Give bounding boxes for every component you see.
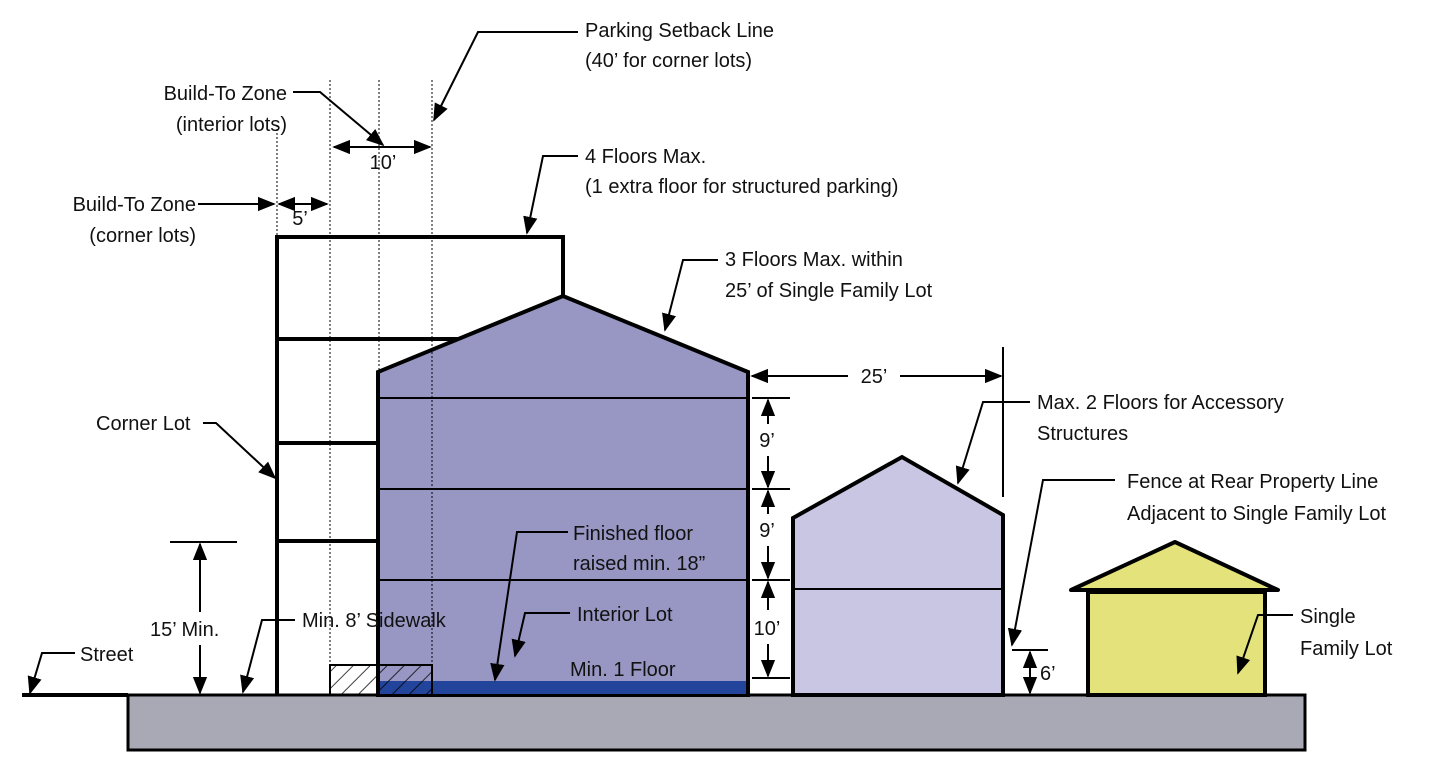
interior-lot-building (376, 293, 750, 697)
fence-label: Fence at Rear Property Line (1127, 471, 1378, 493)
btz-interior-note: (interior lots) (176, 114, 287, 136)
sidewalk-hatch (329, 664, 433, 696)
setback-guides (276, 80, 433, 695)
accessory-label: Max. 2 Floors for Accessory (1037, 392, 1284, 414)
dim-9a-label: 9’ (759, 430, 775, 452)
fence-note: Adjacent to Single Family Lot (1127, 503, 1386, 525)
parking-setback-note: (40’ for corner lots) (585, 50, 752, 72)
dimensions (170, 139, 1048, 695)
floors3-label: 3 Floors Max. within (725, 249, 903, 271)
single-family-label: Single (1300, 606, 1356, 628)
dim-6-label: 6’ (1040, 663, 1056, 685)
leaders (27, 31, 1293, 695)
btz-corner-note: (corner lots) (89, 225, 196, 247)
accessory-structure (791, 454, 1005, 697)
finished-floor-note: raised min. 18” (573, 553, 705, 575)
floors3-note: 25’ of Single Family Lot (725, 280, 933, 302)
btz-interior-label: Build-To Zone (164, 83, 287, 105)
dim-25-label: 25’ (861, 366, 888, 388)
dim-10-label: 10’ (370, 152, 397, 174)
corner-lot-label: Corner Lot (96, 413, 191, 435)
ground-slab (126, 693, 1307, 752)
parking-setback-label: Parking Setback Line (585, 20, 774, 42)
corner-lot-building (275, 235, 565, 695)
dim-5-label: 5’ (292, 208, 308, 230)
interior-lot-label: Interior Lot (577, 604, 673, 626)
min-1-floor-label: Min. 1 Floor (570, 659, 676, 681)
dim-10b-label: 10’ (754, 618, 781, 640)
btz-corner-label: Build-To Zone (73, 194, 196, 216)
floors4-label: 4 Floors Max. (585, 146, 706, 168)
dim-9b-label: 9’ (759, 520, 775, 542)
min-15-label: 15’ Min. (150, 619, 219, 641)
finished-floor-label: Finished floor (573, 523, 693, 545)
floors4-note: (1 extra floor for structured parking) (585, 176, 898, 198)
raised-floor (380, 681, 746, 694)
accessory-note: Structures (1037, 423, 1128, 445)
single-family-note: Family Lot (1300, 638, 1393, 660)
single-family-house (1069, 540, 1280, 697)
street-label: Street (80, 644, 134, 666)
sidewalk-label: Min. 8’ Sidewalk (302, 610, 447, 632)
